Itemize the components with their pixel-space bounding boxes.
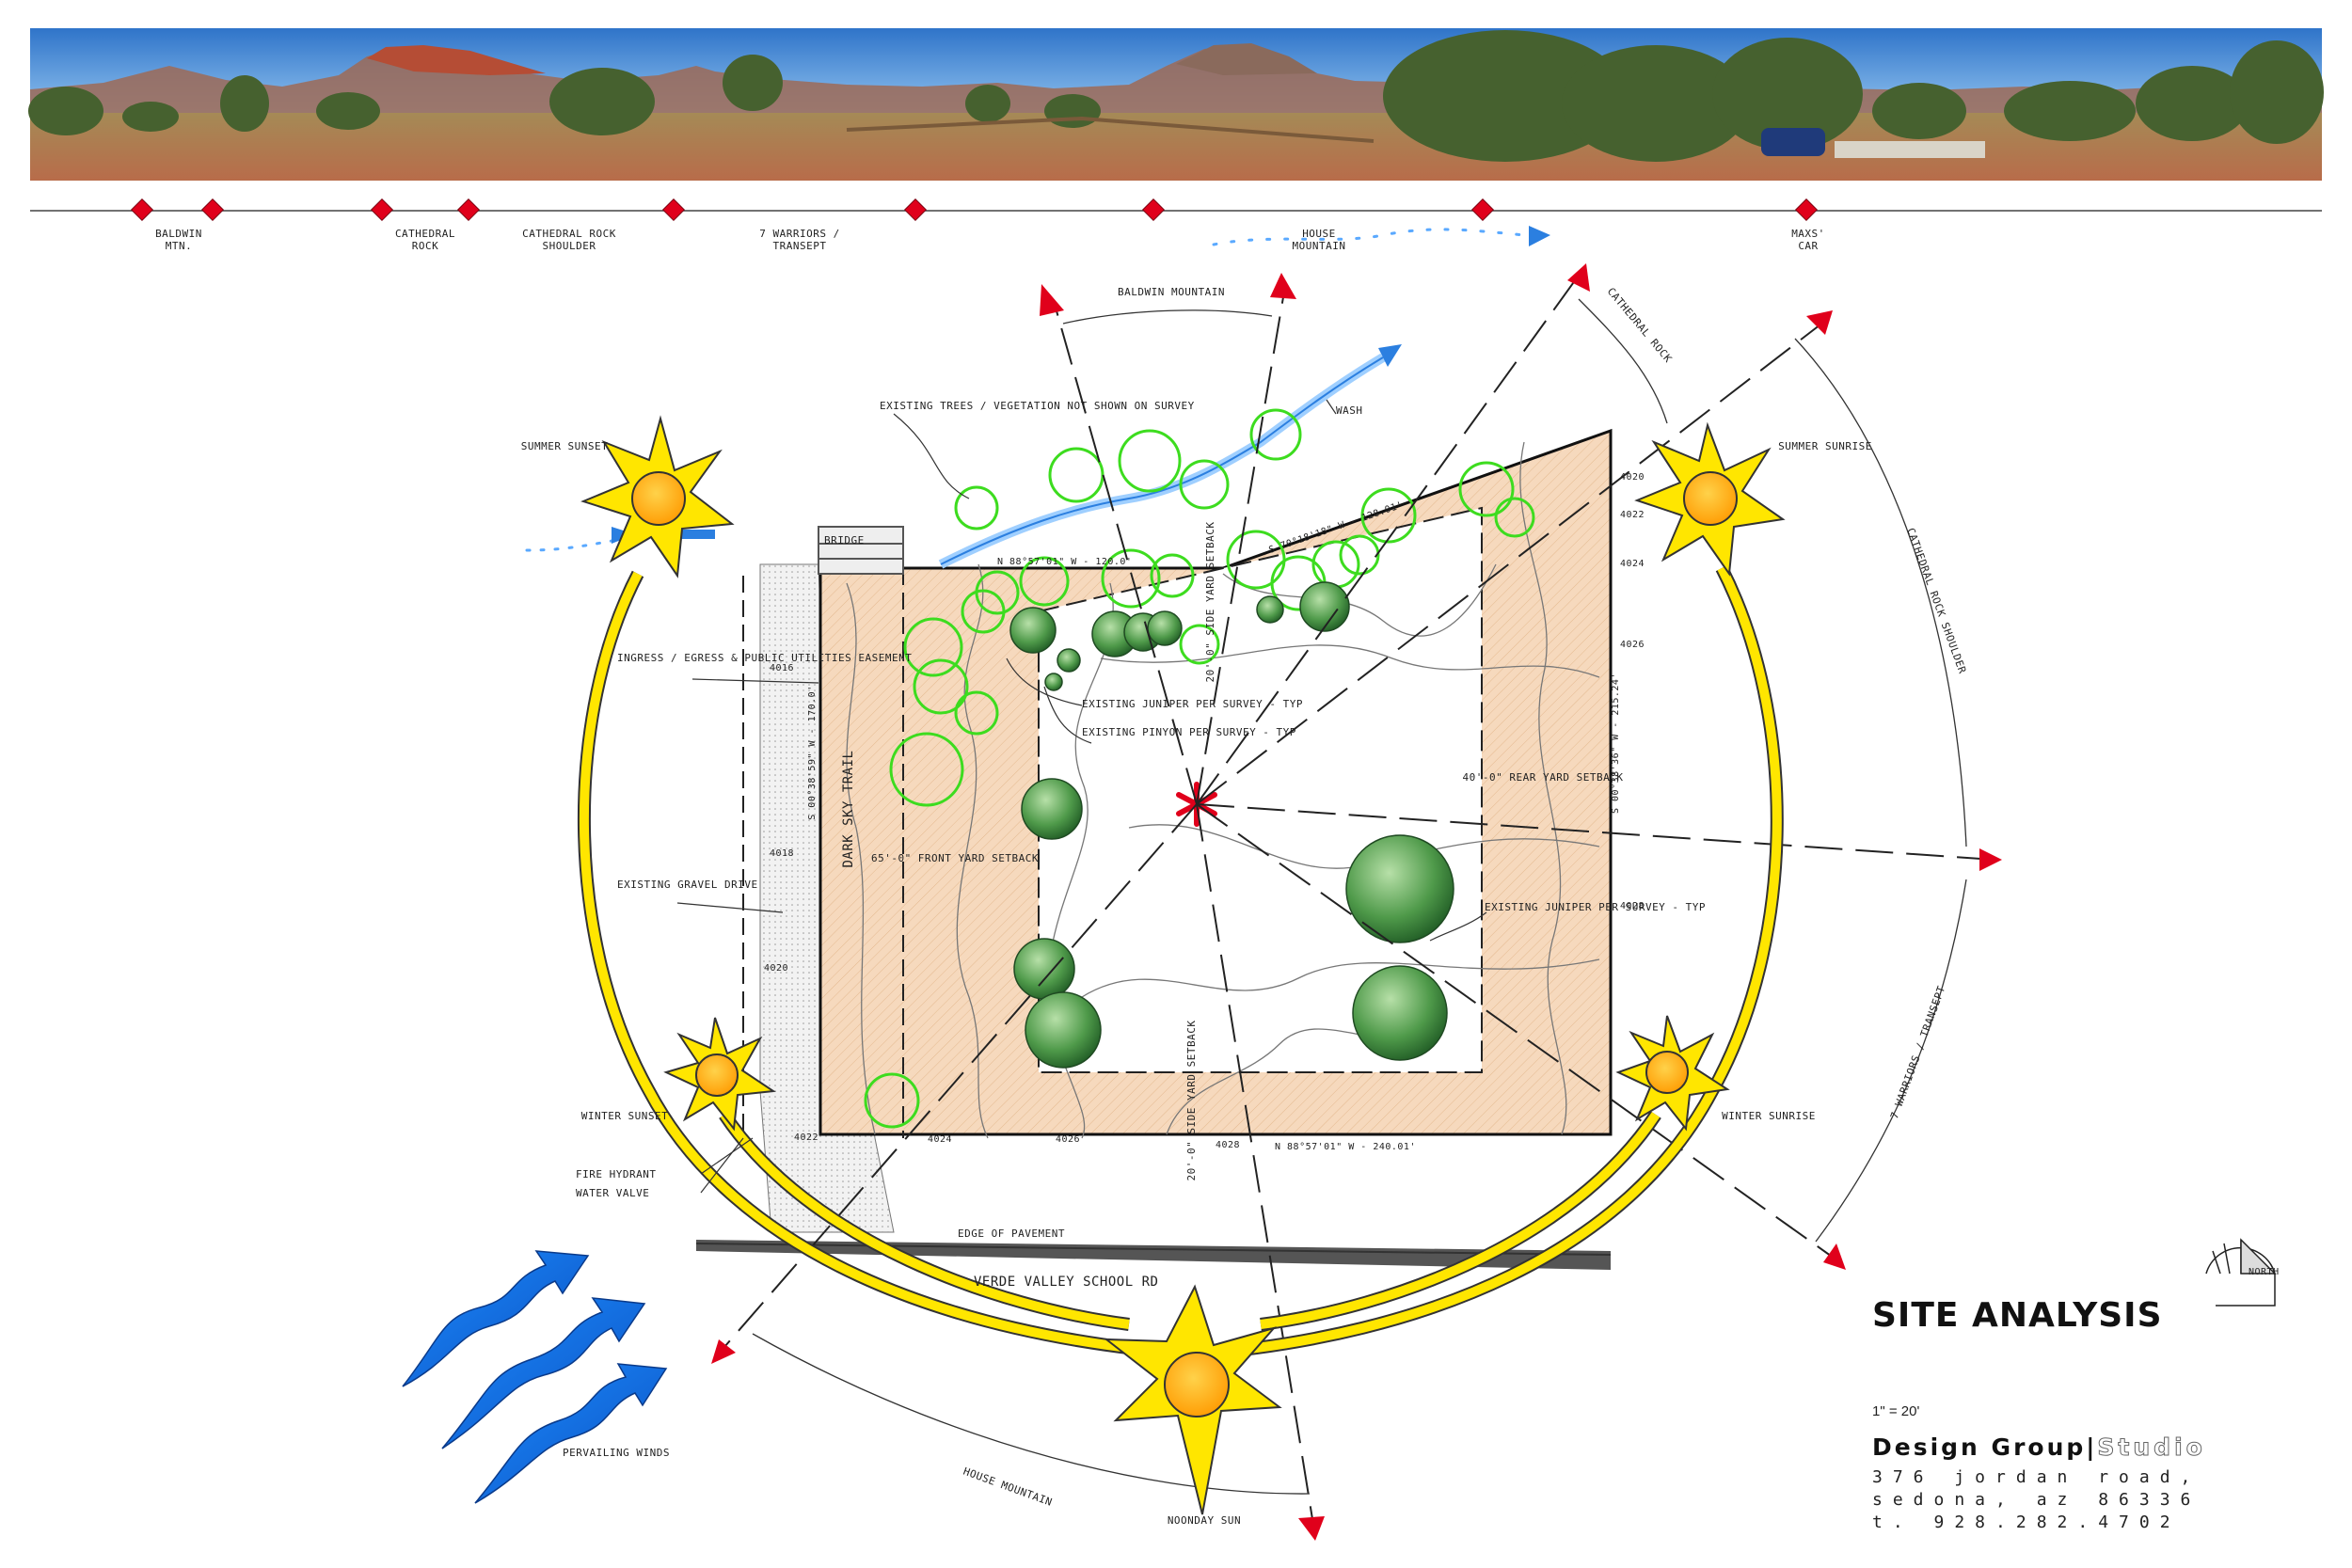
label-side-setback-bottom: 20'-0" SIDE YARD SETBACK xyxy=(1185,1021,1198,1181)
label-dark-sky-trail: DARK SKY TRAIL xyxy=(841,750,856,867)
contour-bottom-1: 4024 xyxy=(928,1134,952,1145)
view-direction-markers xyxy=(711,263,2002,1541)
bearing-south: N 88°57'01" W - 240.01' xyxy=(1275,1142,1416,1152)
address-line-1: 376 jordan road, xyxy=(1872,1467,2201,1487)
view-arc-lines xyxy=(752,298,1967,1495)
sun-label-summer-sunrise: SUMMER SUNRISE xyxy=(1778,440,1872,452)
sun-noonday-icon xyxy=(1103,1284,1282,1515)
firm-name: Design Group|Studio xyxy=(1872,1433,2206,1462)
drawing-title: SITE ANALYSIS xyxy=(1872,1296,2163,1335)
view-label-cathedral-shoulder: CATHEDRAL ROCK SHOULDER xyxy=(1904,527,1968,675)
view-label-cathedral-rock: CATHEDRAL ROCK xyxy=(1605,285,1675,365)
topographic-contours xyxy=(846,441,1600,1139)
label-juniper-2: EXISTING JUNIPER PER SURVEY - TYP xyxy=(1485,901,1706,913)
bridge xyxy=(818,526,904,575)
sun-label-summer-sunset: SUMMER SUNSET xyxy=(521,440,609,452)
label-pinyon: EXISTING PINYON PER SURVEY - TYP xyxy=(1082,726,1296,738)
pano-label-maxs-car: MAXS'CAR xyxy=(1791,228,1825,252)
sun-winter-sunrise-icon xyxy=(1615,1015,1730,1132)
existing-vegetation-outlines xyxy=(864,408,1535,1129)
contour-right-3: 4024 xyxy=(1620,559,1645,569)
phone-line: t. 928.282.4702 xyxy=(1872,1513,2181,1532)
firm-name-main: Design Group xyxy=(1872,1433,2087,1461)
site-panorama-photo xyxy=(28,28,2324,181)
address-line-2: sedona, az 86336 xyxy=(1872,1490,2201,1510)
sun-summer-sunrise-icon xyxy=(1634,421,1786,577)
view-label-house-mountain: HOUSE MOUNTAIN xyxy=(961,1465,1054,1509)
contour-bottom-2: 4026 xyxy=(1056,1134,1080,1145)
label-bridge: BRIDGE xyxy=(824,534,865,546)
contour-left-1: 4016 xyxy=(770,663,794,673)
label-north: NORTH xyxy=(2249,1267,2280,1277)
firm-divider: | xyxy=(2086,1433,2098,1461)
sun-label-winter-sunset: WINTER SUNSET xyxy=(581,1110,669,1122)
contour-right-1: 4020 xyxy=(1620,472,1645,483)
bearing-west: S 00°38'59" W - 170.0' xyxy=(807,685,818,819)
label-fire-hydrant: FIRE HYDRANT xyxy=(576,1168,656,1180)
firm-name-studio: Studio xyxy=(2097,1433,2206,1462)
label-gravel-drive: EXISTING GRAVEL DRIVE xyxy=(617,879,758,891)
contour-left-3: 4020 xyxy=(764,963,788,974)
label-side-setback-top: 20'-0" SIDE YARD SETBACK xyxy=(1204,522,1216,683)
contour-bottom-3: 4028 xyxy=(1216,1140,1240,1150)
sun-summer-sunset-icon xyxy=(580,415,735,578)
verde-valley-school-road xyxy=(695,1240,1612,1270)
label-road: VERDE VALLEY SCHOOL RD xyxy=(974,1275,1158,1290)
north-arrow-icon xyxy=(2205,1238,2277,1307)
bearing-top-west: N 88°57'01" W - 120.0' xyxy=(997,557,1132,567)
contour-left-2: 4018 xyxy=(770,848,794,859)
view-label-baldwin: BALDWIN MOUNTAIN xyxy=(1118,286,1225,298)
label-winds: PERVAILING WINDS xyxy=(563,1447,670,1459)
contour-left-4: 4022 xyxy=(794,1132,818,1143)
prevailing-winds-icon xyxy=(402,1250,668,1504)
existing-trees-survey xyxy=(1009,581,1454,1069)
panorama-view-markers xyxy=(30,198,2322,222)
label-water-valve: WATER VALVE xyxy=(576,1187,649,1199)
sun-label-noonday: NOONDAY SUN xyxy=(1168,1514,1241,1527)
label-front-setback: 65'-0" FRONT YARD SETBACK xyxy=(871,852,1039,864)
drawing-scale: 1" = 20' xyxy=(1872,1403,1920,1419)
contour-right-2: 4022 xyxy=(1620,510,1645,520)
contour-right-4: 4026 xyxy=(1620,640,1645,650)
label-edge-of-pavement: EDGE OF PAVEMENT xyxy=(958,1227,1065,1240)
label-wash: WASH xyxy=(1336,404,1363,417)
label-existing-trees: EXISTING TREES / VEGETATION NOT SHOWN ON… xyxy=(880,400,1195,412)
sun-label-winter-sunrise: WINTER SUNRISE xyxy=(1722,1110,1816,1122)
label-rear-setback: 40'-0" REAR YARD SETBACK xyxy=(1463,771,1624,784)
sun-winter-sunset-icon xyxy=(663,1017,776,1132)
view-sight-lines xyxy=(723,272,1995,1520)
view-label-seven-warriors: 7 WARRIORS / TRANSEPT xyxy=(1888,984,1947,1120)
label-ingress-easement: INGRESS / EGRESS & PUBLIC UTILITIES EASE… xyxy=(617,652,912,664)
contour-right-5: 4028 xyxy=(1620,901,1645,911)
annotation-leaders xyxy=(676,399,1487,1194)
bearing-east: S 00°38'36" W - 215.24' xyxy=(1611,673,1621,814)
wash-drainage xyxy=(525,228,1526,569)
label-juniper-1: EXISTING JUNIPER PER SURVEY - TYP xyxy=(1082,698,1303,710)
pano-label-seven-warriors: 7 WARRIORS /TRANSEPT xyxy=(759,228,839,252)
